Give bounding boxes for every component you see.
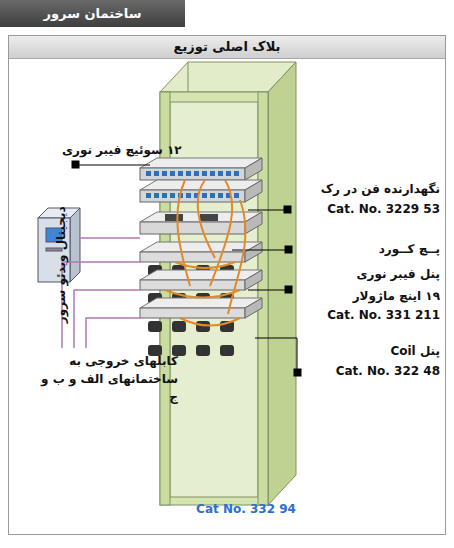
leader-lines [285, 246, 292, 253]
switch-port [178, 171, 183, 176]
switch-port [146, 193, 151, 198]
distribution-panel: بلاک اصلی توزیع [8, 35, 446, 535]
unit-side [245, 270, 262, 290]
leader-lines [255, 338, 297, 372]
catalog-number: Cat. No. 331 211 [327, 308, 440, 324]
cable-lines [74, 290, 140, 348]
cable-lines [62, 238, 140, 348]
patch-cords [210, 180, 232, 286]
leader-lines [232, 250, 288, 251]
switch-port [154, 171, 159, 176]
vertical-label: دیجیتال ویدئو سرور [54, 207, 70, 324]
switch-port [210, 171, 215, 176]
unit-side [245, 242, 262, 262]
unit-front [140, 252, 245, 262]
part-label: ۱۹ اینچ ماژولار [353, 289, 440, 305]
leader-lines [248, 290, 288, 291]
switch-port [210, 193, 215, 198]
coil [196, 321, 210, 332]
leader-lines [248, 210, 287, 211]
note-label: کابلهای خروجی به ساختمانهای الف و ب و ج [38, 352, 178, 406]
leader-lines [285, 286, 292, 293]
unit-side [245, 180, 262, 202]
leader-lines [72, 161, 79, 168]
switch-port [218, 193, 223, 198]
switch-port [170, 193, 175, 198]
patch-cords [228, 200, 245, 314]
cable-lines [86, 318, 140, 348]
rack-cabinet [268, 62, 296, 505]
part-label: پنل Coil [390, 344, 440, 360]
patch-cords [180, 318, 240, 326]
switch-port [202, 171, 207, 176]
catalog-number: Cat. No. 322 48 [336, 364, 440, 380]
panel-heading: بلاک اصلی توزیع [174, 39, 281, 54]
patch-cords [177, 180, 190, 286]
unit-side [245, 298, 262, 318]
part-label: نگهدارنده فن در رک [321, 182, 440, 198]
switch-port [194, 171, 199, 176]
switch-port [226, 171, 231, 176]
switch-port [234, 193, 239, 198]
header-tab: ساختمان سرور [0, 0, 185, 27]
part-label: پنل فیبر نوری [356, 267, 440, 283]
switch-port [146, 171, 151, 176]
patch-cords [175, 262, 235, 268]
switch-port [186, 171, 191, 176]
part-label: ۱۲ سوئیچ فیبر نوری [62, 143, 182, 159]
leader-lines [76, 165, 150, 166]
coil [172, 321, 186, 332]
leader-lines [284, 206, 291, 213]
switch-port [162, 193, 167, 198]
switch-port [186, 193, 191, 198]
switch-port [234, 171, 239, 176]
switch-port [170, 171, 175, 176]
page-title: ساختمان سرور [0, 0, 185, 27]
rack-units [140, 158, 262, 356]
cable-lines [62, 262, 140, 348]
rack-cabinet [188, 62, 189, 92]
coil [148, 321, 162, 332]
switch-port [162, 171, 167, 176]
panel-heading-band: بلاک اصلی توزیع [9, 36, 445, 59]
server-icon [70, 208, 80, 282]
unit-side [245, 212, 262, 234]
fan [200, 214, 218, 221]
cable-lines [80, 237, 140, 239]
unit-side [245, 158, 262, 180]
leader-lines [72, 161, 301, 376]
patch-cords [165, 180, 245, 326]
unit-top [140, 270, 262, 280]
switch-port [218, 171, 223, 176]
unit-front [140, 168, 245, 180]
fan [165, 214, 183, 221]
coil [220, 345, 234, 356]
unit-front [140, 280, 245, 290]
patch-cords [165, 290, 240, 298]
catalog-number: Cat. No. 3229 53 [327, 202, 440, 218]
coil [196, 345, 210, 356]
leader-lines [294, 369, 301, 376]
part-label: پــچ کــورد [379, 242, 440, 258]
unit-top [140, 158, 262, 168]
catalog-number: Cat No. 332 94 [196, 502, 296, 518]
switch-port [202, 193, 207, 198]
patch-cords [198, 180, 215, 258]
switch-port [154, 193, 159, 198]
unit-top [140, 298, 262, 308]
